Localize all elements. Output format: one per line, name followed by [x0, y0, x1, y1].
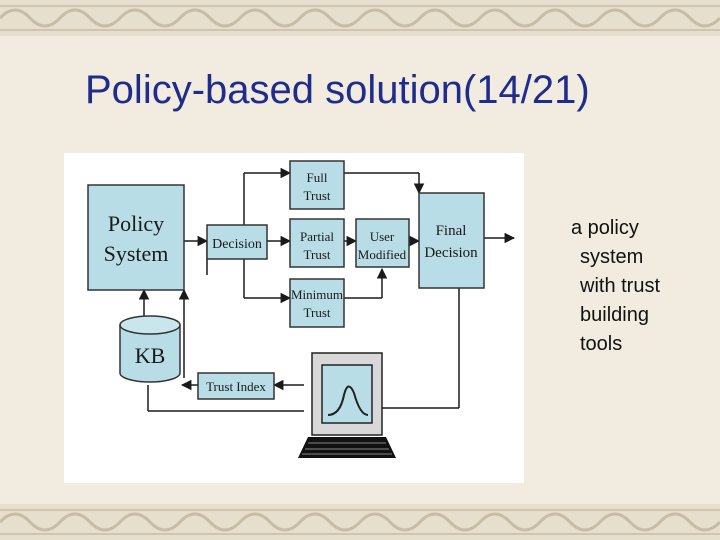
svg-text:Decision: Decision [212, 237, 262, 252]
svg-text:Decision: Decision [424, 245, 478, 261]
computer-icon [298, 352, 396, 458]
svg-text:Full: Full [307, 170, 328, 185]
svg-text:Policy: Policy [108, 211, 164, 236]
decision-box: Decision [206, 224, 268, 260]
policy-system-box: Policy System [87, 184, 185, 291]
svg-text:Trust: Trust [304, 305, 331, 320]
caption-line: system [580, 246, 644, 268]
svg-text:User: User [370, 229, 395, 244]
svg-text:Trust Index: Trust Index [206, 379, 266, 394]
trust-index-box: Trust Index [197, 372, 275, 400]
caption-line: a policy [571, 217, 639, 239]
full-trust-box: Full Trust [289, 160, 345, 210]
final-decision-box: Final Decision [418, 192, 485, 289]
svg-text:Modified: Modified [358, 247, 407, 262]
trust-system-diagram: Policy System Decision Full Trust Partia… [64, 153, 524, 483]
decorative-border-top [0, 0, 720, 36]
svg-text:Partial: Partial [300, 229, 334, 244]
svg-text:Final: Final [436, 223, 467, 239]
caption-line: tools [580, 333, 623, 355]
caption-line: building [580, 304, 649, 326]
svg-text:Trust: Trust [304, 247, 331, 262]
svg-text:KB: KB [135, 343, 166, 368]
svg-text:Trust: Trust [304, 188, 331, 203]
slide-title: Policy-based solution(14/21) [85, 68, 590, 112]
caption-line: with trust [580, 275, 661, 297]
slide-caption: a policy system with trust building tool… [571, 214, 706, 359]
user-modified-box: User Modified [355, 218, 410, 268]
minimum-trust-box: Minimum Trust [289, 278, 345, 328]
decorative-border-bottom [0, 504, 720, 540]
svg-text:Minimum: Minimum [291, 287, 343, 302]
partial-trust-box: Partial Trust [289, 218, 345, 268]
kb-database-icon: KB [119, 315, 181, 383]
svg-text:System: System [104, 241, 169, 266]
